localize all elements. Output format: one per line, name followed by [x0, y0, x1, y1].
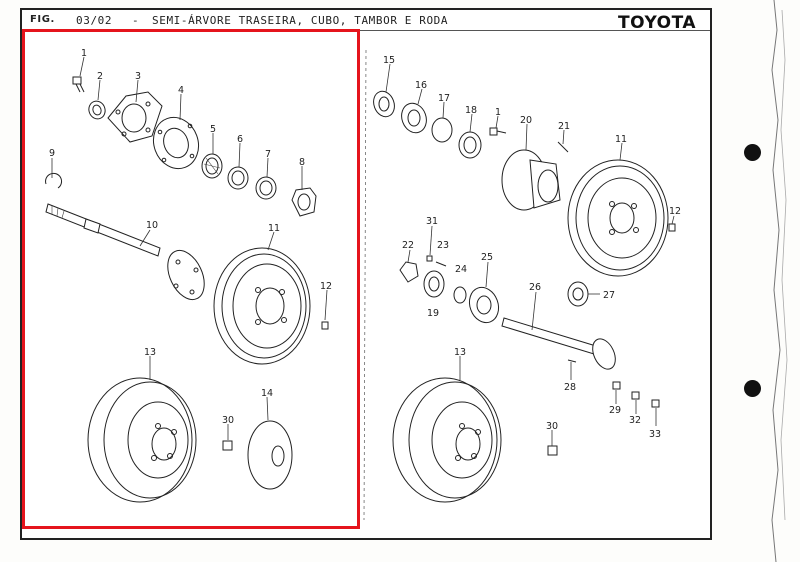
part-23-bolt: [435, 261, 447, 267]
part-1-bolt: [72, 76, 85, 93]
binder-hole-bottom: [744, 380, 761, 397]
part-11-brake-drum-right: [567, 159, 669, 277]
callout-25: 25: [481, 252, 493, 263]
callout-18: 18: [465, 105, 477, 116]
callout-2: 2: [97, 71, 103, 82]
part-32-washer: [631, 391, 640, 400]
part-19-bearing: [423, 270, 445, 298]
part-12-bolt-right: [668, 223, 676, 232]
callout-31: 31: [426, 216, 438, 227]
part-13-wheel-rim-right: [392, 377, 502, 503]
brand-logo-text: TOYOTA: [618, 13, 697, 33]
part-14-hub-cap: [247, 420, 293, 490]
part-4-backing-gasket: [152, 116, 200, 170]
part-24-ring: [453, 286, 467, 304]
part-6-oil-seal: [227, 166, 249, 190]
callout-7: 7: [265, 149, 271, 160]
part-26-axle-shaft: [501, 317, 616, 370]
part-1-bolt-right: [489, 127, 507, 136]
torn-page-edge: [771, 0, 788, 562]
part-2-washer: [88, 100, 106, 120]
callout-27: 27: [603, 290, 615, 301]
callout-28: 28: [564, 382, 576, 393]
leader-lines: [51, 56, 675, 446]
part-7-ring: [255, 176, 277, 200]
callout-32: 32: [629, 415, 641, 426]
part-29-nut: [612, 381, 621, 390]
fig-number: 03/02: [76, 14, 113, 27]
callout-15: 15: [383, 55, 395, 66]
callout-33: 33: [649, 429, 661, 440]
part-31-washer: [426, 255, 433, 262]
callout-1: 1: [81, 48, 87, 59]
callout-26: 26: [529, 282, 541, 293]
callout-22: 22: [402, 240, 414, 251]
fig-label: FIG.: [30, 14, 55, 25]
callout-12-right: 12: [669, 206, 681, 217]
callout-8: 8: [299, 157, 305, 168]
callout-4: 4: [178, 85, 184, 96]
callout-12-left: 12: [320, 281, 332, 292]
figure-title: SEMI-ÁRVORE TRASEIRA, CUBO, TAMBOR E ROD…: [152, 14, 449, 27]
callout-6: 6: [237, 134, 243, 145]
part-30-nut-right: [547, 445, 558, 456]
callout-19: 19: [427, 308, 439, 319]
callout-13-right: 13: [454, 347, 466, 358]
callout-23: 23: [437, 240, 449, 251]
part-21-pin: [557, 141, 569, 153]
callout-9: 9: [49, 148, 55, 159]
callout-21: 21: [558, 121, 570, 132]
panel-divider: [363, 49, 367, 521]
callout-5: 5: [210, 124, 216, 135]
header-rule: [22, 30, 710, 31]
part-9-snap-ring: [45, 172, 62, 189]
part-10-axle-shaft: [45, 203, 205, 301]
callout-11-right: 11: [615, 134, 627, 145]
part-13-wheel-rim: [87, 377, 197, 503]
callout-11-left: 11: [268, 223, 280, 234]
binder-hole-top: [744, 144, 761, 161]
part-5-bearing: [201, 153, 223, 179]
title-dash: -: [132, 14, 140, 27]
callout-17: 17: [438, 93, 450, 104]
part-11-brake-drum: [213, 247, 311, 365]
part-30-nut: [222, 440, 233, 451]
part-12-bolt: [321, 321, 329, 330]
callout-30-left: 30: [222, 415, 234, 426]
part-8-collar: [291, 187, 317, 217]
part-17-seal: [431, 117, 453, 143]
callout-1-right: 1: [495, 107, 501, 118]
callout-14: 14: [261, 388, 273, 399]
part-16-retainer: [401, 102, 427, 134]
callout-30-right: 30: [546, 421, 558, 432]
callout-24: 24: [455, 264, 467, 275]
part-18-bearing: [458, 131, 482, 159]
exploded-parts-diagram: 1 2 3 4 5 6 7 8 9 10 11 12 13 14 30 15 1…: [45, 48, 681, 521]
callout-29: 29: [609, 405, 621, 416]
part-3-retainer-plate: [107, 91, 163, 143]
callout-10: 10: [146, 220, 158, 231]
part-25-plate: [468, 286, 500, 324]
selection-highlight-box: [22, 29, 360, 529]
callout-20: 20: [520, 115, 532, 126]
part-20-hub: [501, 149, 561, 211]
part-28-stud: [567, 359, 577, 363]
callout-3: 3: [135, 71, 141, 82]
part-15-gasket: [373, 90, 395, 118]
part-22-nut: [399, 261, 419, 283]
callout-16: 16: [415, 80, 427, 91]
callout-13-left: 13: [144, 347, 156, 358]
part-33-nut: [651, 399, 660, 408]
part-27-seal: [567, 281, 589, 307]
